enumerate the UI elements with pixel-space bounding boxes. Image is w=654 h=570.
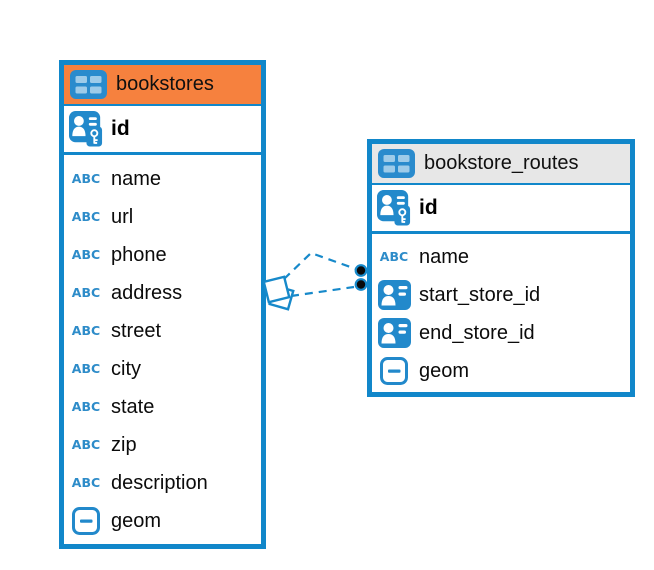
table-bookstore-routes-columns: ABC name start_store_id <box>372 234 630 390</box>
column-row-description[interactable]: ABC description <box>64 464 261 502</box>
key-section-divider <box>372 231 630 234</box>
column-row-url[interactable]: ABC url <box>64 198 261 236</box>
table-bookstores-columns: ABC name ABC url ABC phone ABC address A… <box>64 155 261 540</box>
table-bookstores-header[interactable]: bookstores <box>64 65 261 104</box>
column-row-name[interactable]: ABC name <box>372 238 630 276</box>
relationship-endpoint-dot-upper[interactable] <box>354 264 368 277</box>
column-row-zip[interactable]: ABC zip <box>64 426 261 464</box>
column-name-id: id <box>419 196 438 219</box>
column-row-phone[interactable]: ABC phone <box>64 236 261 274</box>
reference-column-icon <box>377 318 411 348</box>
column-row-city[interactable]: ABC city <box>64 350 261 388</box>
relationship-line-upper[interactable] <box>283 251 357 280</box>
column-row-address[interactable]: ABC address <box>64 274 261 312</box>
relationship-endpoint-dot-lower[interactable] <box>354 278 368 291</box>
table-bookstores[interactable]: bookstores id <box>59 60 266 549</box>
table-title: bookstore_routes <box>424 152 579 174</box>
text-type-icon: ABC <box>379 248 409 264</box>
header-divider <box>372 183 630 185</box>
column-name-id: id <box>111 117 130 140</box>
geometry-type-icon <box>377 356 411 386</box>
relationship-cardinality-marker[interactable] <box>262 275 295 311</box>
text-type-icon: ABC <box>71 398 101 414</box>
column-row-id[interactable]: id <box>372 185 630 231</box>
header-divider <box>64 104 261 106</box>
column-row-street[interactable]: ABC street <box>64 312 261 350</box>
text-type-icon: ABC <box>71 322 101 338</box>
text-type-icon: ABC <box>71 246 101 262</box>
column-row-name[interactable]: ABC name <box>64 160 261 198</box>
reference-column-icon <box>377 280 411 310</box>
column-row-id[interactable]: id <box>64 106 261 152</box>
column-row-start-store-id[interactable]: start_store_id <box>372 276 630 314</box>
text-type-icon: ABC <box>71 474 101 490</box>
column-row-end-store-id[interactable]: end_store_id <box>372 314 630 352</box>
primary-key-icon <box>377 189 411 227</box>
key-section-divider <box>64 152 261 155</box>
table-bookstore-routes[interactable]: bookstore_routes id <box>367 139 635 397</box>
text-type-icon: ABC <box>71 284 101 300</box>
text-type-icon: ABC <box>71 360 101 376</box>
relationship-line-lower[interactable] <box>290 285 355 298</box>
text-type-icon: ABC <box>71 170 101 186</box>
column-row-geom[interactable]: geom <box>64 502 261 540</box>
table-title: bookstores <box>116 73 214 95</box>
table-icon <box>378 149 415 178</box>
column-row-state[interactable]: ABC state <box>64 388 261 426</box>
geometry-type-icon <box>69 506 103 536</box>
table-icon <box>70 70 107 99</box>
column-row-geom[interactable]: geom <box>372 352 630 390</box>
text-type-icon: ABC <box>71 208 101 224</box>
table-bookstore-routes-header[interactable]: bookstore_routes <box>372 144 630 183</box>
text-type-icon: ABC <box>71 436 101 452</box>
primary-key-icon <box>69 110 103 148</box>
